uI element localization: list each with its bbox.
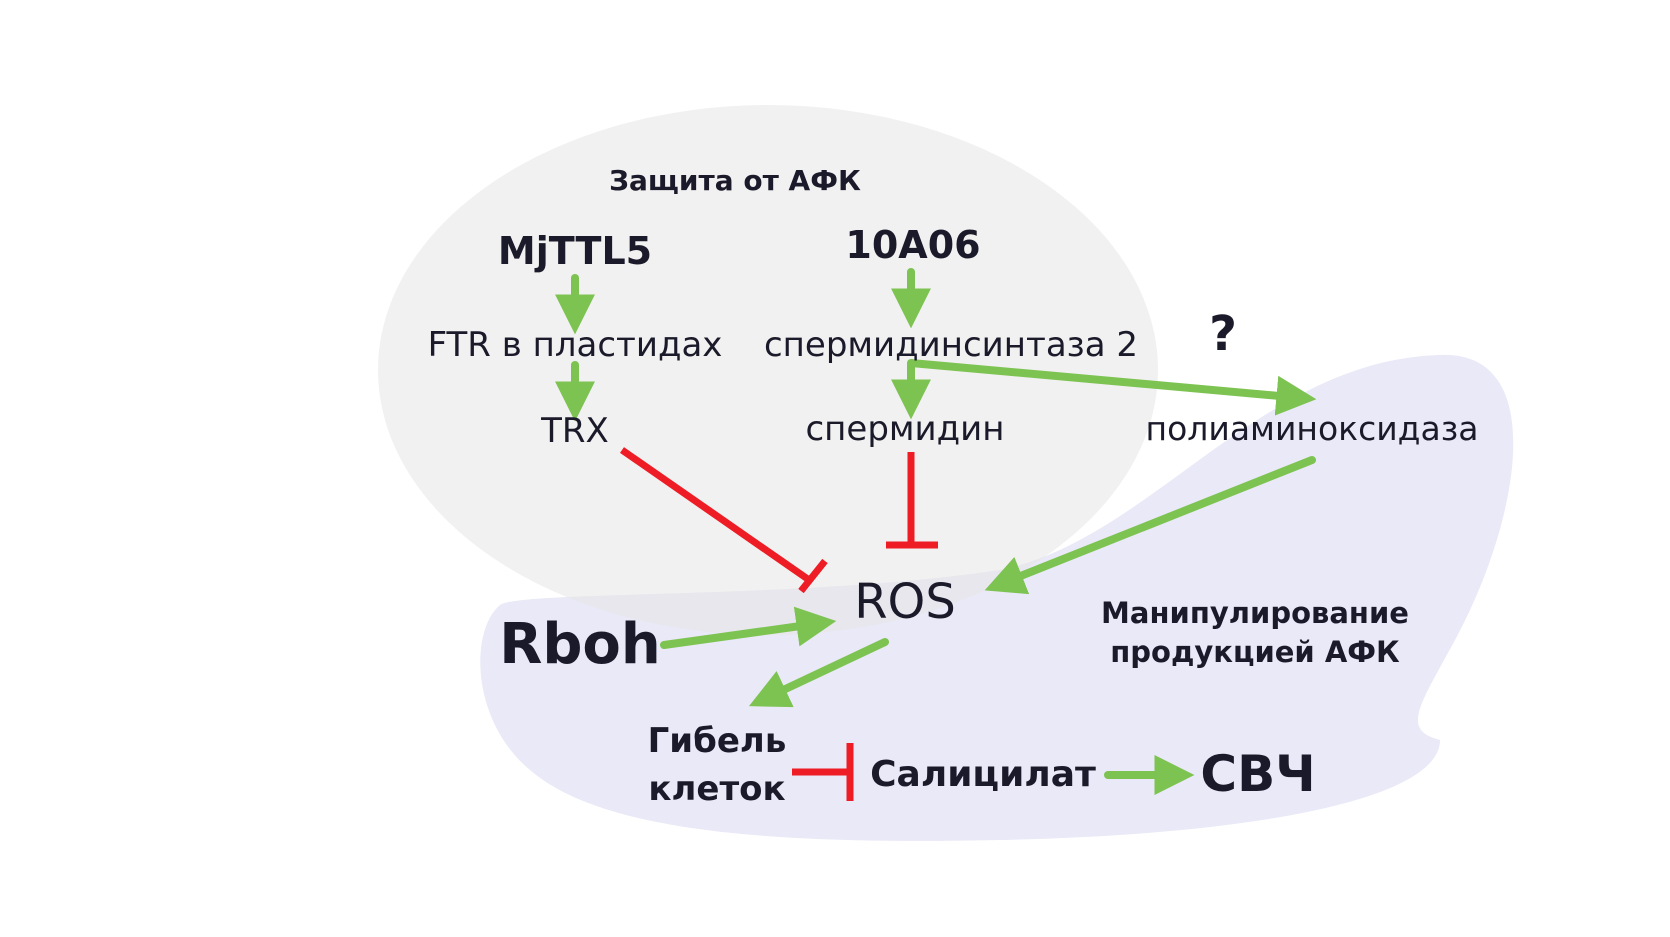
node-ros: ROS xyxy=(854,574,956,630)
node-salicylate: Салицилат xyxy=(870,754,1096,795)
node-spermidine-synthase: спермидинсинтаза 2 xyxy=(764,325,1138,365)
node-polyamine-oxidase: полиаминоксидаза xyxy=(1146,409,1479,448)
manipulation-region xyxy=(480,354,1514,841)
arrow-rboh-to-ros xyxy=(660,606,837,649)
defense-region xyxy=(378,105,1158,635)
node-cell-death-line2: клеток xyxy=(648,769,785,809)
node-spermidine: спермидин xyxy=(805,409,1004,449)
defense-region-title: Защита от АФК xyxy=(609,164,861,197)
manipulation-title-line2: продукцией АФК xyxy=(1110,635,1400,669)
arrow-ros-to-cell-death xyxy=(748,638,889,708)
node-mjttl5: MjTTL5 xyxy=(498,229,652,273)
manipulation-title-line1: Манипулирование xyxy=(1101,596,1409,630)
inhibit-trx-to-ros-bar xyxy=(798,558,828,594)
node-question-mark: ? xyxy=(1209,306,1237,362)
node-trx: TRX xyxy=(540,411,609,451)
arrow-synthase-to-polyamine-oxidase xyxy=(907,359,1317,416)
node-10a06: 10A06 xyxy=(845,223,980,267)
inhibit-trx-to-ros xyxy=(620,447,814,585)
node-rboh: Rboh xyxy=(499,612,661,677)
inhibition-arrows xyxy=(620,447,938,801)
node-cell-death-line1: Гибель xyxy=(648,721,787,761)
node-ftr: FTR в пластидах xyxy=(428,325,723,365)
node-svch: СВЧ xyxy=(1200,745,1315,803)
activation-arrows xyxy=(555,268,1317,795)
arrow-polyamine-oxidase-to-ros xyxy=(984,456,1316,595)
